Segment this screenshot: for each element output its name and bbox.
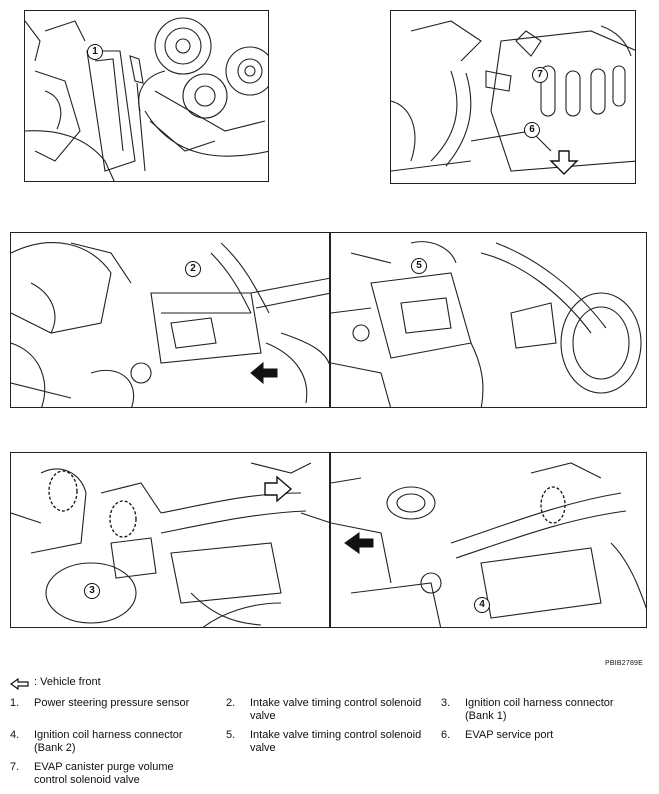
illustration-panel-intake-solenoid-bank1: 2 — [10, 232, 330, 408]
item-label: EVAP canister purge volume control solen… — [34, 761, 174, 786]
hollow-arrow-left-icon — [10, 678, 29, 690]
vehicle-front-arrow-icon — [250, 361, 278, 385]
vehicle-front-arrow-icon — [264, 475, 293, 503]
vehicle-front-arrow-icon — [344, 532, 374, 554]
callout-1: 1 — [87, 44, 103, 60]
item-number: 7. — [10, 761, 20, 773]
item-number: 6. — [441, 729, 451, 741]
illustration-panel-intake-solenoid-bank2: 5 — [330, 232, 647, 408]
item-label: Intake valve timing control solenoid val… — [250, 729, 422, 754]
callout-2: 2 — [185, 261, 201, 277]
item-number: 3. — [441, 697, 451, 709]
vehicle-front-arrow-icon — [549, 150, 579, 175]
legend-text: : Vehicle front — [34, 676, 101, 688]
item-label: Intake valve timing control solenoid val… — [250, 697, 422, 722]
callout-4: 4 — [474, 597, 490, 613]
illustration-panel-ignition-bank1: 3 — [10, 452, 330, 628]
illustration-panel-power-steering: 1 — [24, 10, 269, 182]
item-number: 4. — [10, 729, 20, 741]
figure-code: PBIB2789E — [605, 660, 643, 667]
callout-3: 3 — [84, 583, 100, 599]
callout-5: 5 — [411, 258, 427, 274]
connector-highlight-circles — [48, 470, 137, 538]
item-label: Ignition coil harness connector (Bank 1) — [465, 697, 614, 722]
callout-6: 6 — [524, 122, 540, 138]
item-number: 5. — [226, 729, 236, 741]
callout-7: 7 — [532, 67, 548, 83]
item-label: Ignition coil harness connector (Bank 2) — [34, 729, 183, 754]
item-number: 1. — [10, 697, 20, 709]
item-number: 2. — [226, 697, 236, 709]
item-label: EVAP service port — [465, 729, 554, 741]
illustration-panel-evap: 7 6 — [390, 10, 636, 184]
connector-highlight-circles — [540, 486, 566, 524]
illustration-panel-ignition-bank2: 4 — [330, 452, 647, 628]
item-label: Power steering pressure sensor — [34, 697, 190, 709]
